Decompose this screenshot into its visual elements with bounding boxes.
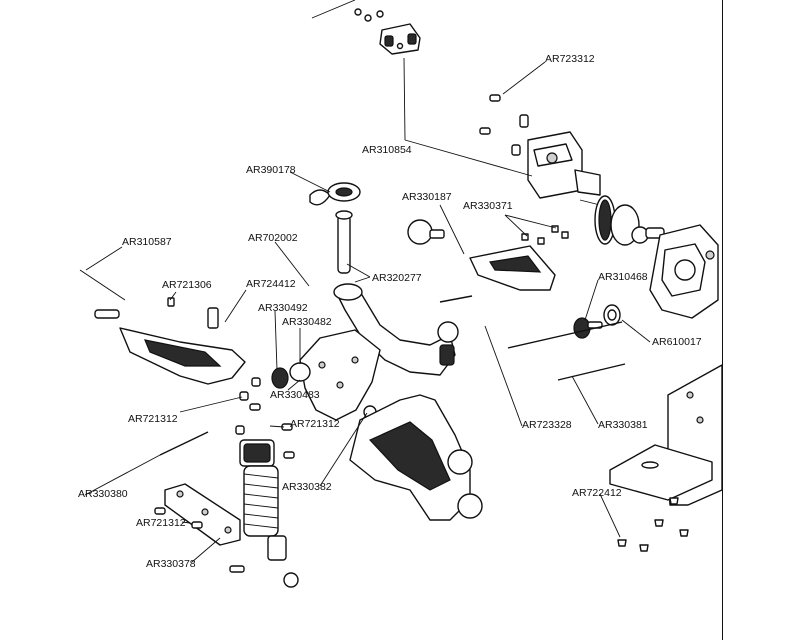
chassis-plate-part: [609, 364, 723, 506]
part-labels: AR723312 AR310854 AR390178 AR330187 AR33…: [78, 53, 702, 570]
shock-spring: [243, 473, 279, 529]
shock-tower-part: [299, 329, 381, 421]
label-ar610017: AR610017: [652, 336, 702, 348]
gearbox-cover-part: [527, 131, 601, 199]
body-post-part: [335, 210, 353, 274]
label-ar722412: AR722412: [572, 487, 622, 499]
gearbox-screws: [479, 94, 529, 156]
label-ar330381: AR330381: [598, 419, 648, 431]
label-ar330483: AR330483: [270, 389, 320, 401]
label-ar721312-c: AR721312: [136, 517, 186, 529]
left-arm-part: [79, 269, 246, 385]
e-clips-part: [521, 225, 569, 245]
leader-lines: [84, 57, 651, 563]
shock-mount-part: [379, 23, 421, 55]
label-ar721312-a: AR721312: [128, 413, 178, 425]
label-ar310587: AR310587: [122, 236, 172, 248]
label-ar330187: AR330187: [402, 191, 452, 203]
differential-part: [579, 195, 665, 246]
bearing-part: [603, 304, 621, 326]
label-ar320277: AR320277: [372, 272, 422, 284]
plate-screws: [154, 507, 245, 573]
lower-arm-part: [349, 394, 483, 521]
body-clip-part: [309, 182, 361, 206]
hinge-plate-part: [164, 483, 241, 546]
label-ar310854: AR310854: [362, 144, 412, 156]
hinge-pins: [159, 295, 626, 456]
label-ar721306: AR721306: [162, 279, 212, 291]
label-ar330382: AR330382: [282, 481, 332, 493]
label-ar330378: AR330378: [146, 558, 196, 570]
label-ar330371: AR330371: [463, 200, 513, 212]
label-ar723312: AR723312: [545, 53, 595, 65]
label-ar702002: AR702002: [248, 232, 298, 244]
gearbox-housing-part: [649, 224, 719, 319]
label-ar330482: AR330482: [282, 316, 332, 328]
upper-arm-part: [407, 219, 556, 291]
label-ar724412: AR724412: [246, 278, 296, 290]
rear-brace-part: [333, 283, 459, 376]
page-border-line: [722, 0, 723, 640]
chassis-screws: [617, 497, 689, 552]
pivot-balls: [235, 362, 311, 459]
top-screws-group: [311, 0, 384, 22]
label-ar330380: AR330380: [78, 488, 128, 500]
label-ar723328: AR723328: [522, 419, 572, 431]
label-ar721312-b: AR721312: [290, 418, 340, 430]
label-ar310468: AR310468: [598, 271, 648, 283]
shock-absorber-part: [239, 439, 299, 588]
label-ar330492: AR330492: [258, 302, 308, 314]
label-ar390178: AR390178: [246, 164, 296, 176]
